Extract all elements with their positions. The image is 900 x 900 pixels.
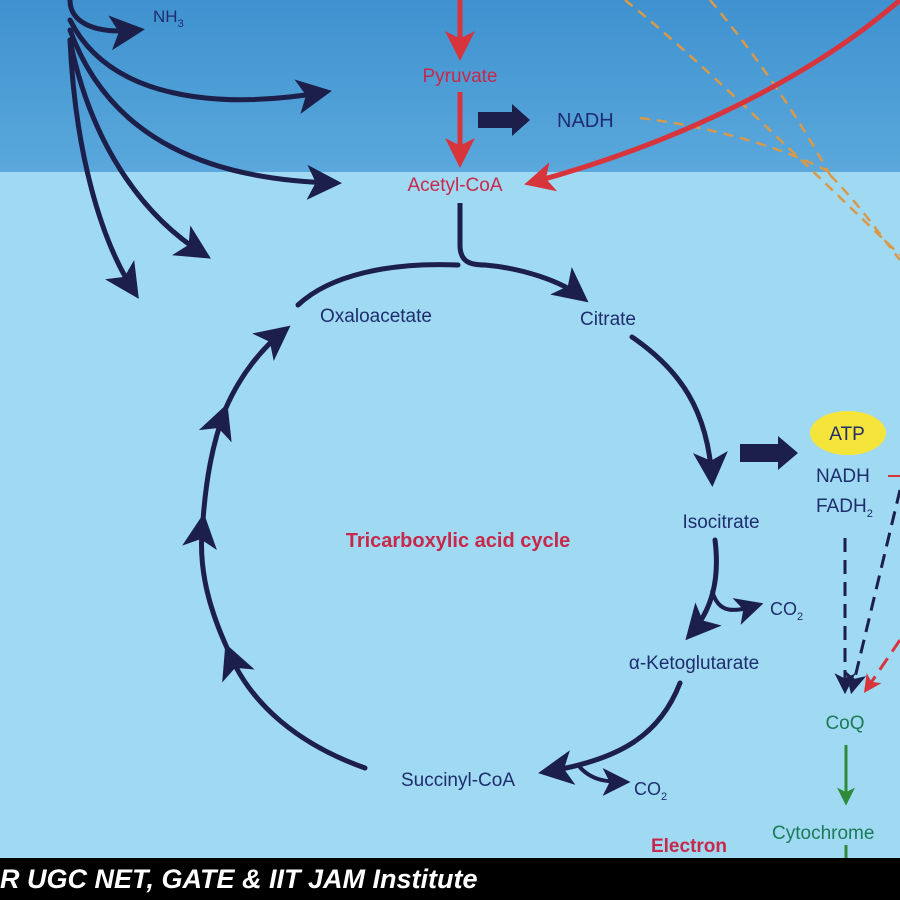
acetyl-coa-label: Acetyl-CoA bbox=[407, 175, 502, 196]
acetyl-entry-arrow bbox=[457, 203, 589, 303]
electron-transfer-arrows bbox=[834, 489, 900, 695]
cytochrome-label: Cytochrome bbox=[772, 823, 874, 844]
pyruvate-arrows bbox=[445, 0, 900, 192]
isocitrate-label: Isocitrate bbox=[682, 512, 759, 533]
co2-release-arrows bbox=[576, 589, 764, 796]
atp-label: ATP bbox=[829, 424, 865, 445]
coq-label: CoQ bbox=[825, 713, 864, 734]
pyruvate-label: Pyruvate bbox=[423, 66, 498, 87]
dashed-electron-lines bbox=[624, 0, 900, 261]
electron-label: Electron bbox=[651, 836, 727, 857]
mitochondria-background bbox=[0, 172, 900, 858]
citrate-label: Citrate bbox=[580, 309, 636, 330]
cycle-title: Tricarboxylic acid cycle bbox=[346, 530, 571, 552]
nadh-top-label: NADH bbox=[557, 110, 614, 132]
tca-cycle-diagram: NH3 Pyruvate NADH Acetyl-CoA Oxaloacetat… bbox=[67, 0, 900, 858]
tca-cycle-ring bbox=[182, 262, 728, 785]
succinyl-coa-label: Succinyl-CoA bbox=[401, 770, 515, 791]
co2-label-1: CO2 bbox=[770, 599, 803, 623]
atp-block-arrow bbox=[740, 436, 798, 470]
nadh-block-arrow bbox=[478, 104, 530, 136]
institute-banner: R UGC NET, GATE & IIT JAM Institute bbox=[0, 858, 900, 900]
amino-acid-arrows bbox=[67, 0, 342, 299]
banner-text: R UGC NET, GATE & IIT JAM Institute bbox=[0, 864, 478, 894]
nadh-right-label: NADH bbox=[816, 466, 870, 487]
fadh2-label: FADH2 bbox=[816, 496, 873, 520]
co2-label-2: CO2 bbox=[634, 779, 667, 803]
nh3-label: NH3 bbox=[153, 7, 184, 30]
ketoglutarate-label: α-Ketoglutarate bbox=[629, 653, 759, 674]
atp-badge bbox=[810, 411, 886, 455]
oxaloacetate-label: Oxaloacetate bbox=[320, 306, 432, 327]
